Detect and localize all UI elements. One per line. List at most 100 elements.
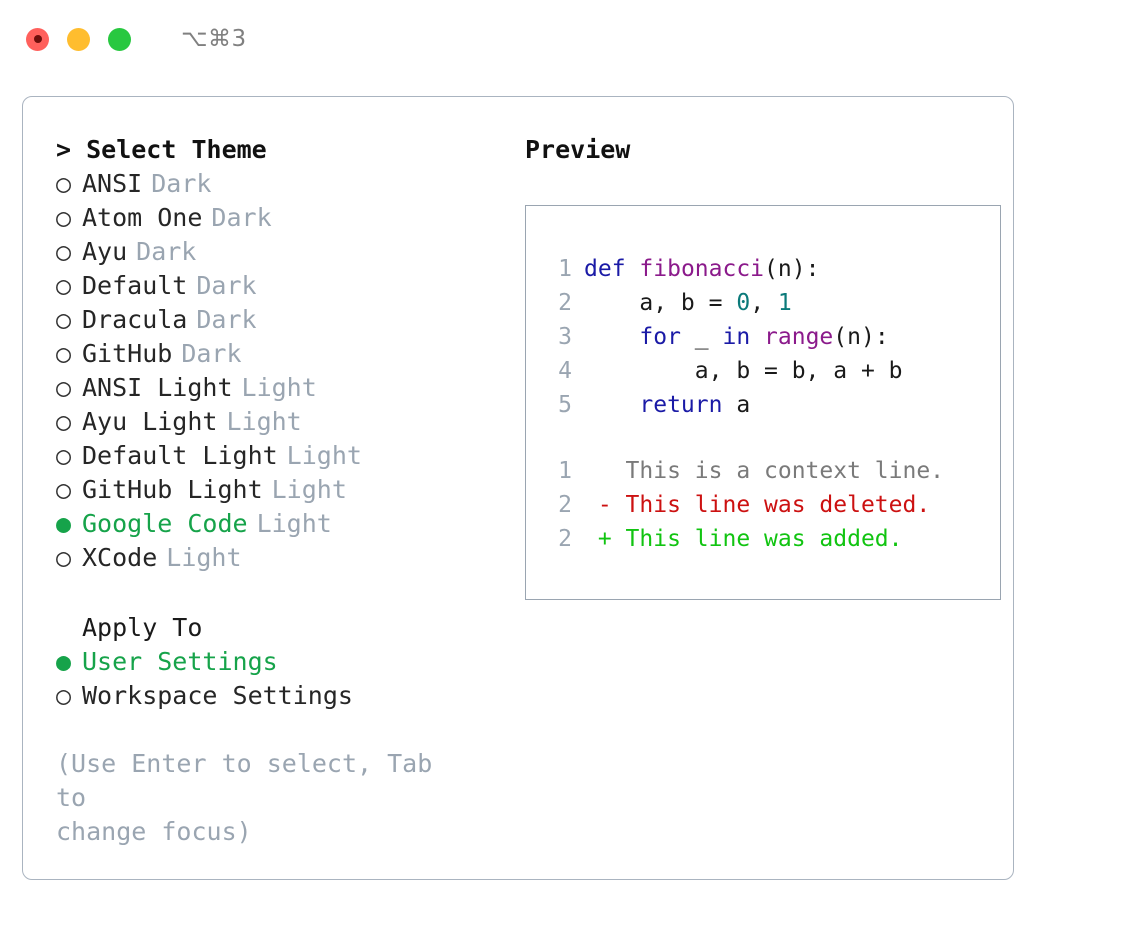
- theme-option-default-light[interactable]: ○ Default Light Light: [56, 439, 504, 473]
- minimize-button[interactable]: [67, 27, 90, 51]
- code-token-kw: return: [639, 392, 723, 418]
- theme-option-label: GitHub Light: [82, 475, 263, 504]
- apply-to-heading: Apply To: [82, 613, 203, 642]
- theme-variant-badge: Light: [271, 475, 347, 504]
- code-line: 3 for _ in range(n):: [542, 320, 1000, 354]
- theme-option-label: GitHub: [82, 339, 173, 368]
- diff-line: 2 + This line was added.: [542, 522, 1000, 556]
- preview-heading: Preview: [525, 135, 631, 164]
- line-number: 3: [558, 324, 572, 350]
- radio-unselected-icon: ○: [56, 305, 72, 334]
- code-token-pl: [626, 256, 640, 282]
- radio-unselected-icon: ○: [56, 169, 72, 198]
- theme-option-label: XCode: [82, 543, 158, 572]
- radio-unselected-icon: ○: [56, 237, 72, 266]
- code-token-num: 1: [777, 290, 792, 316]
- diff-line-text-add: + This line was added.: [584, 526, 903, 552]
- radio-unselected-icon: ○: [56, 203, 72, 232]
- apply-option-label: Workspace Settings: [82, 681, 353, 710]
- radio-unselected-icon: ○: [56, 681, 72, 710]
- theme-variant-badge: Dark: [196, 305, 257, 334]
- title-bar: ⌥⌘3: [0, 0, 1140, 78]
- code-line-text: for _ in range(n):: [584, 320, 889, 354]
- code-line-text: a, b = 0, 1: [584, 286, 792, 320]
- code-token-pl: a: [722, 392, 751, 418]
- theme-option-label: ANSI: [82, 169, 143, 198]
- theme-option-label: Atom One: [82, 203, 203, 232]
- theme-variant-badge: Dark: [136, 237, 197, 266]
- code-token-pl: a, b =: [584, 290, 737, 316]
- theme-option-ansi-light[interactable]: ○ ANSI Light Light: [56, 371, 504, 405]
- traffic-light-controls: [26, 27, 131, 51]
- theme-option-label: Default Light: [82, 441, 278, 470]
- maximize-button[interactable]: [108, 27, 131, 51]
- theme-variant-badge: Light: [286, 441, 362, 470]
- diff-sample: 1 This is a context line.2 - This line w…: [542, 454, 1000, 556]
- radio-selected-icon: ●: [56, 509, 72, 538]
- radio-unselected-icon: ○: [56, 373, 72, 402]
- code-token-pl: _: [680, 324, 723, 350]
- code-token-pl: [750, 324, 764, 350]
- diff-line: 1 This is a context line.: [542, 454, 1000, 488]
- theme-option-label: ANSI Light: [82, 373, 233, 402]
- theme-option-atom-one[interactable]: ○ Atom One Dark: [56, 201, 504, 235]
- theme-option-label: Ayu: [82, 237, 128, 266]
- line-number: 5: [558, 392, 572, 418]
- theme-option-default[interactable]: ○ Default Dark: [56, 269, 504, 303]
- code-line: 1 def fibonacci(n):: [542, 252, 1000, 286]
- diff-line: 2 - This line was deleted.: [542, 488, 1000, 522]
- apply-to-list[interactable]: ● User Settings ○ Workspace Settings: [56, 645, 504, 713]
- line-number: 1: [558, 256, 572, 282]
- theme-variant-badge: Light: [241, 373, 317, 402]
- code-token-pl: [584, 324, 639, 350]
- code-token-kw: def: [584, 256, 626, 282]
- code-token-pl: (n):: [764, 256, 820, 282]
- code-token-pl: [584, 392, 639, 418]
- code-token-fn: fibonacci: [639, 256, 765, 282]
- theme-variant-badge: Dark: [211, 203, 272, 232]
- theme-variant-badge: Light: [166, 543, 242, 572]
- radio-selected-icon: ●: [56, 647, 72, 676]
- apply-option-user-settings[interactable]: ● User Settings: [56, 645, 504, 679]
- code-line-text: def fibonacci(n):: [584, 252, 819, 286]
- code-token-kw: for: [639, 324, 681, 350]
- code-token-num: 0: [736, 290, 751, 316]
- line-number: 1: [558, 458, 572, 484]
- theme-option-label: Google Code: [82, 509, 248, 538]
- theme-variant-badge: Dark: [196, 271, 257, 300]
- apply-option-workspace-settings[interactable]: ○ Workspace Settings: [56, 679, 504, 713]
- line-number: 2: [558, 492, 572, 518]
- theme-option-ayu[interactable]: ○ Ayu Dark: [56, 235, 504, 269]
- code-token-pl: (n):: [833, 324, 889, 350]
- theme-option-label: Default: [82, 271, 188, 300]
- radio-unselected-icon: ○: [56, 339, 72, 368]
- code-token-pl: ,: [750, 290, 778, 316]
- radio-unselected-icon: ○: [56, 271, 72, 300]
- theme-variant-badge: Dark: [151, 169, 212, 198]
- radio-unselected-icon: ○: [56, 441, 72, 470]
- apply-option-label: User Settings: [82, 647, 278, 676]
- theme-option-ansi[interactable]: ○ ANSI Dark: [56, 167, 504, 201]
- diff-line-text-del: - This line was deleted.: [584, 492, 931, 518]
- code-token-pl: a, b = b, a + b: [584, 358, 903, 384]
- code-line: 5 return a: [542, 388, 1000, 422]
- code-line: 4 a, b = b, a + b: [542, 354, 1000, 388]
- code-token-kw: in: [722, 324, 751, 350]
- code-line-text: a, b = b, a + b: [584, 354, 903, 388]
- code-line: 2 a, b = 0, 1: [542, 286, 1000, 320]
- theme-variant-badge: Light: [226, 407, 302, 436]
- code-token-fn: range: [764, 324, 834, 350]
- close-button[interactable]: [26, 27, 49, 51]
